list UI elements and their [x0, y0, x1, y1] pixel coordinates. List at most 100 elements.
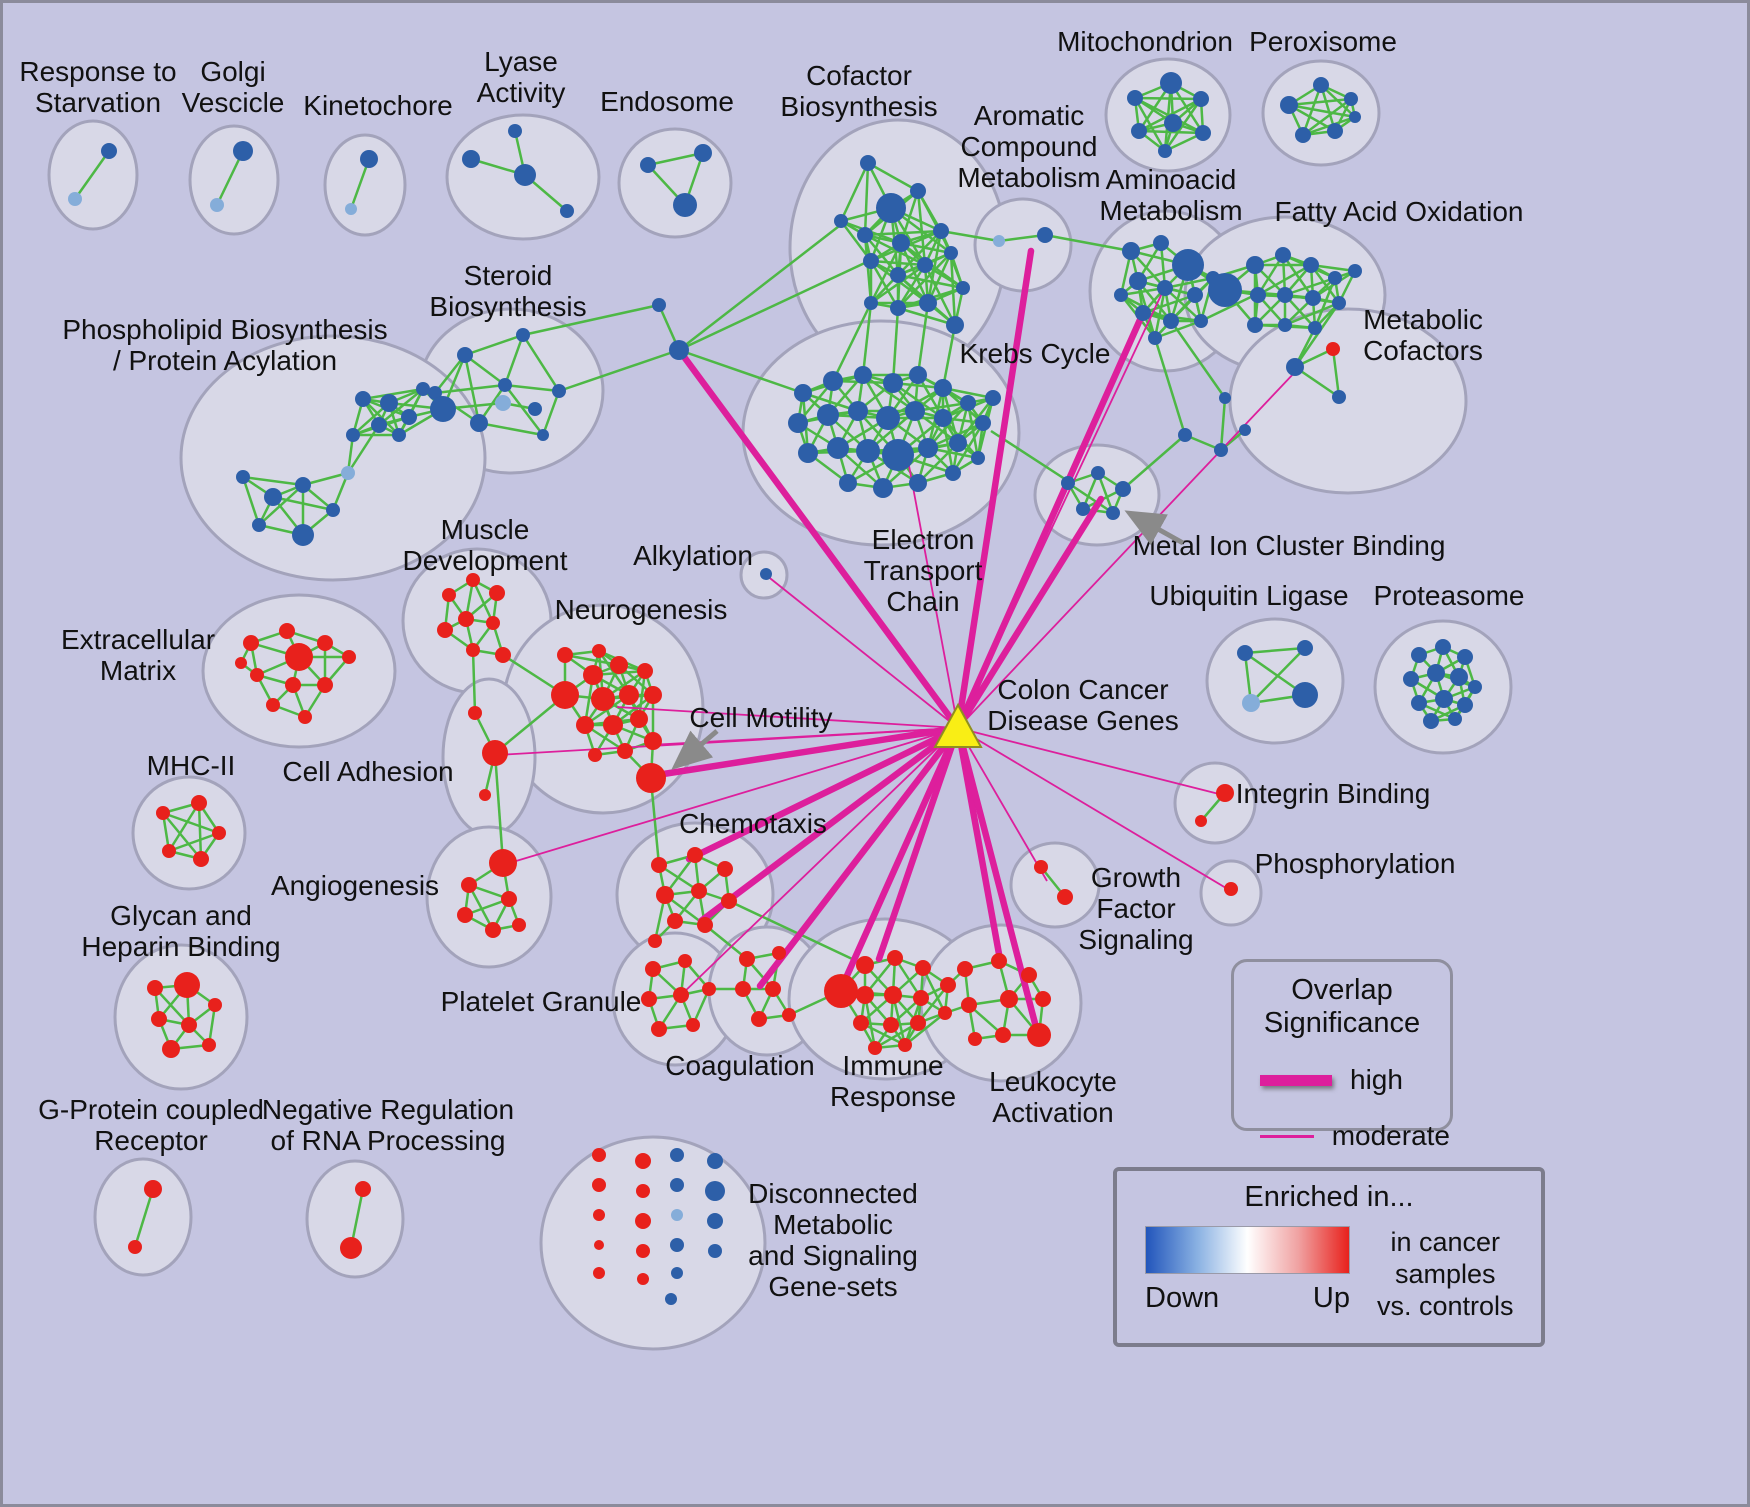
gene-set-node — [652, 298, 666, 312]
gene-set-node — [485, 922, 501, 938]
gene-set-node — [295, 477, 311, 493]
cluster-ellipse-mhc-ii — [131, 775, 247, 891]
cluster-label-cell-adhesion: Cell Adhesion — [282, 756, 453, 787]
cluster-edge — [904, 1012, 946, 1046]
cluster-edge — [197, 802, 203, 860]
gene-set-node — [1327, 123, 1343, 139]
gene-set-node — [708, 1244, 722, 1258]
gene-set-node — [1292, 682, 1318, 708]
gene-set-node — [637, 1273, 649, 1285]
gene-set-node — [671, 1267, 683, 1279]
gene-set-node — [619, 685, 639, 705]
cluster-ellipse-ubiquitin-ligase — [1205, 617, 1345, 745]
cluster-label-kinetochore: Kinetochore — [303, 90, 452, 121]
gene-set-node — [960, 395, 976, 411]
gene-set-node — [317, 635, 333, 651]
high-significance-label: high — [1350, 1064, 1403, 1095]
cluster-edge — [1319, 84, 1337, 132]
overlap-edge-high — [756, 724, 962, 990]
overlap-edge-moderate — [680, 727, 959, 996]
overlap-edge-moderate — [957, 727, 1224, 796]
inter-cluster-edge — [704, 924, 748, 960]
gene-set-node — [1247, 317, 1263, 333]
gene-set-node — [243, 635, 259, 651]
gene-set-node — [1305, 290, 1321, 306]
gene-set-node — [739, 951, 755, 967]
gene-set-node — [968, 1032, 982, 1046]
gene-set-node — [856, 956, 874, 974]
cluster-edge — [168, 831, 220, 853]
gene-set-node — [401, 409, 417, 425]
gene-set-node — [1450, 668, 1468, 686]
gene-set-node — [834, 214, 848, 228]
gene-set-node — [252, 518, 266, 532]
gene-set-node — [1193, 91, 1209, 107]
gene-set-node — [235, 657, 247, 669]
gene-set-node — [670, 1148, 684, 1162]
cluster-ellipse-proteasome — [1373, 619, 1513, 755]
gene-set-node — [1435, 690, 1453, 708]
gene-set-node — [915, 960, 931, 976]
gene-set-node — [1135, 305, 1151, 321]
gene-set-node — [617, 743, 633, 759]
gene-set-node — [971, 451, 985, 465]
gene-set-node — [635, 1213, 651, 1229]
gene-set-node — [1349, 111, 1361, 123]
note-line2: samples — [1395, 1259, 1496, 1289]
gene-set-node — [1411, 647, 1427, 663]
cluster-ellipse-g-protein-coupled-receptor — [93, 1157, 193, 1277]
gene-set-node — [591, 687, 615, 711]
inter-cluster-edge — [861, 302, 873, 376]
gene-set-node — [853, 1015, 869, 1031]
cluster-edge — [504, 384, 544, 436]
cluster-edge — [1096, 472, 1115, 514]
cluster-edge — [949, 252, 957, 326]
gene-set-node — [678, 954, 692, 968]
cluster-edge — [504, 383, 560, 393]
gene-set-node — [1457, 697, 1473, 713]
gene-set-node — [1242, 694, 1260, 712]
gene-set-node — [856, 986, 874, 1004]
gene-set-node — [798, 443, 818, 463]
gene-set-node — [430, 396, 456, 422]
overlap-legend-row-high: high — [1260, 1064, 1450, 1096]
cluster-edge — [1281, 254, 1315, 299]
overlap-edge-moderate — [906, 454, 959, 729]
gene-set-node — [1278, 318, 1292, 332]
inter-cluster-edge — [1200, 293, 1256, 323]
cluster-edge — [897, 252, 952, 309]
gene-set-node — [233, 141, 253, 161]
gene-set-node — [860, 155, 876, 171]
gene-set-node — [482, 740, 508, 766]
gene-set-node — [1214, 443, 1228, 457]
cluster-edge — [897, 306, 956, 327]
gene-set-node — [479, 789, 491, 801]
overlap-edge-high — [875, 724, 962, 963]
overlap-edge-moderate — [957, 727, 1048, 882]
gene-set-node — [1303, 257, 1319, 273]
inter-cluster-edge — [522, 303, 660, 337]
gene-set-node — [1164, 114, 1182, 132]
gene-set-node — [512, 918, 526, 932]
gene-set-node — [537, 429, 549, 441]
gene-set-node — [1344, 92, 1358, 106]
cluster-label-krebs-cycle-label: Krebs Cycle — [960, 338, 1111, 369]
gene-set-node — [905, 401, 925, 421]
cluster-edge — [162, 811, 220, 835]
gene-set-node — [1076, 502, 1090, 516]
gene-set-node — [1423, 713, 1439, 729]
gene-set-node — [993, 235, 1005, 247]
gene-set-node — [162, 844, 176, 858]
gene-set-node — [788, 413, 808, 433]
cluster-label-mitochondrion: Mitochondrion — [1057, 26, 1233, 57]
cluster-ellipse-kinetochore — [323, 133, 407, 237]
gene-set-node — [949, 434, 967, 452]
gene-set-node — [101, 143, 117, 159]
gene-set-node — [707, 1153, 723, 1169]
gene-set-node — [1194, 314, 1208, 328]
